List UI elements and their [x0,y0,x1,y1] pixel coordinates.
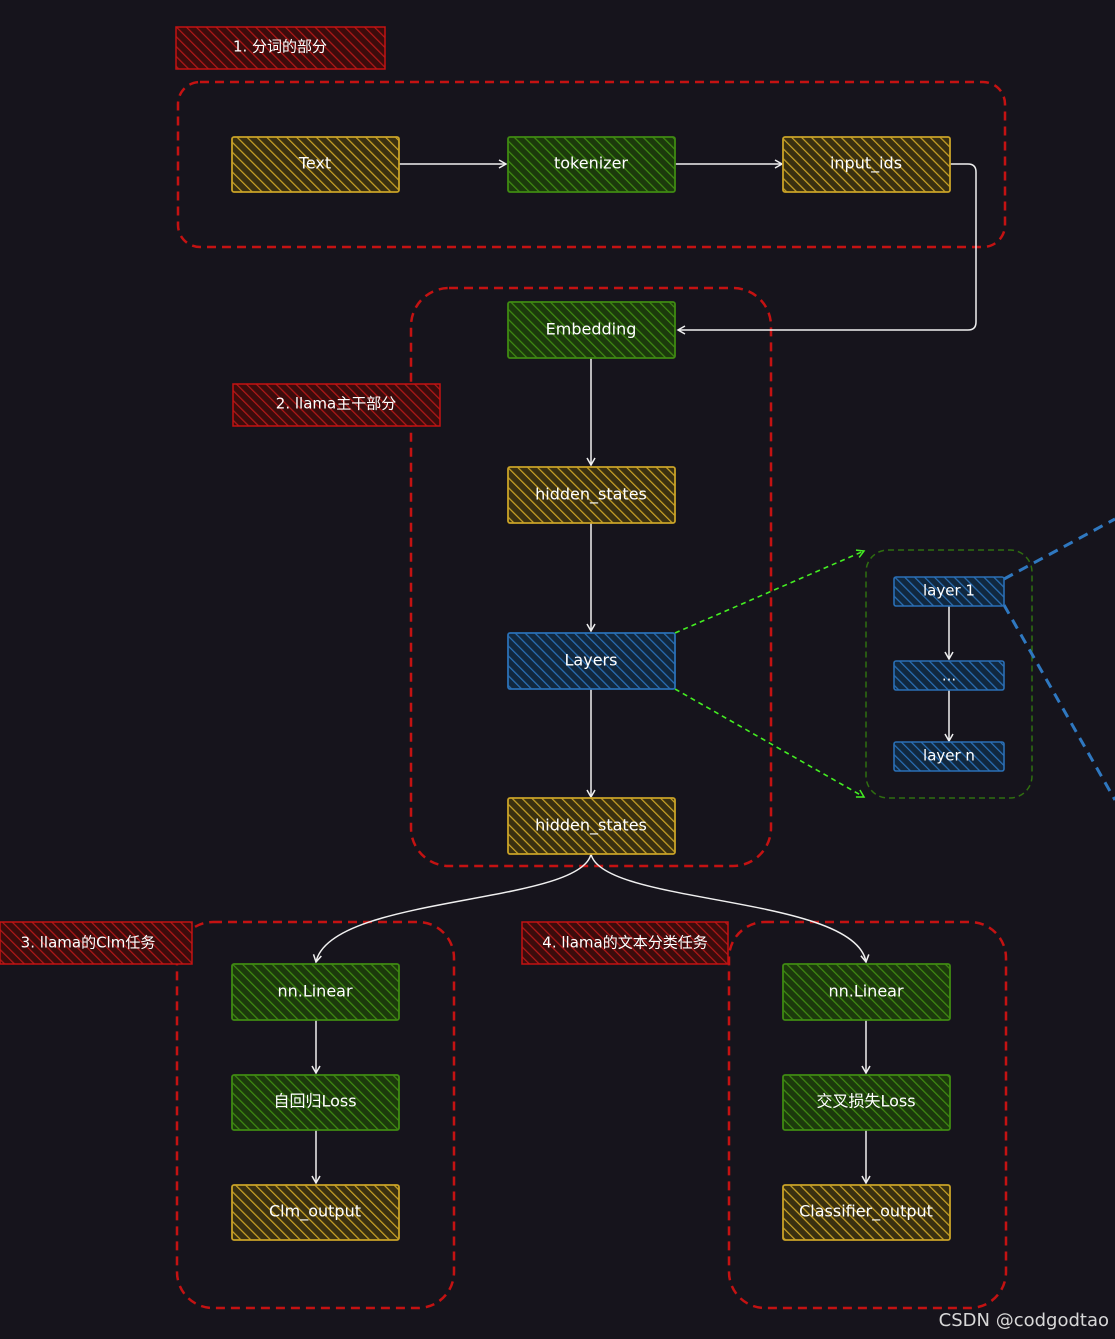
section-label-classify: 4. llama的文本分类任务 [521,921,729,965]
section-label-tokenize-text: 1. 分词的部分 [233,38,327,56]
node-cls-linear-label: nn.Linear [828,982,904,1001]
node-layer-mid: ... [893,660,1005,691]
node-layer-1-label: layer 1 [923,582,975,600]
tokenize-group-frame [176,80,1007,249]
node-clm-output-label: Clm_output [269,1202,361,1222]
node-embedding-label: Embedding [546,320,637,339]
node-clm-output: Clm_output [231,1184,400,1241]
arrow-input-ids-to-embedding [676,163,977,335]
section-label-backbone-text: 2. llama主干部分 [276,395,396,413]
node-clm-loss: 自回归Loss [231,1074,400,1131]
node-hidden-states-1-label: hidden_states [535,485,647,505]
arrow-hidden-to-classify [590,853,870,964]
clm-group-frame [175,920,456,1310]
node-hidden-states-2: hidden_states [507,797,676,855]
node-input-ids-label: input_ids [830,154,902,174]
zoom-link-top [674,549,866,634]
arrow-hidden-to-clm [312,853,592,964]
offscreen-link-top [1003,517,1115,581]
offscreen-link-bottom [1002,604,1115,801]
zoom-link-bottom [674,688,866,798]
node-layers: Layers [507,632,676,690]
node-text: Text [231,136,400,193]
node-clm-loss-label: 自回归Loss [273,1092,356,1111]
node-tokenizer: tokenizer [507,136,676,193]
backbone-group-frame [409,286,773,868]
node-text-label: Text [298,154,331,173]
node-clm-linear-label: nn.Linear [277,982,353,1001]
node-cls-loss-label: 交叉损失Loss [816,1092,915,1111]
classify-group-frame [727,920,1008,1310]
node-embedding: Embedding [507,301,676,359]
node-cls-linear: nn.Linear [782,963,951,1021]
section-label-classify-text: 4. llama的文本分类任务 [542,934,707,952]
section-label-tokenize: 1. 分词的部分 [175,26,386,70]
node-layer-n: layer n [893,741,1005,772]
node-hidden-states-2-label: hidden_states [535,816,647,836]
node-cls-output: Classifier_output [782,1184,951,1241]
node-input-ids: input_ids [782,136,951,193]
section-label-clm-text: 3. llama的Clm任务 [21,934,156,952]
node-layers-label: Layers [565,651,618,670]
node-hidden-states-1: hidden_states [507,466,676,524]
node-layer-1: layer 1 [893,576,1005,607]
node-cls-loss: 交叉损失Loss [782,1074,951,1131]
node-clm-linear: nn.Linear [231,963,400,1021]
layers-group-frame [865,549,1033,799]
section-label-backbone: 2. llama主干部分 [232,383,441,427]
node-layer-n-label: layer n [923,747,975,765]
node-layer-mid-label: ... [942,667,956,685]
section-label-clm: 3. llama的Clm任务 [0,921,193,965]
node-cls-output-label: Classifier_output [799,1202,933,1222]
watermark: CSDN @codgodtao [938,1310,1109,1331]
node-tokenizer-label: tokenizer [554,154,628,173]
